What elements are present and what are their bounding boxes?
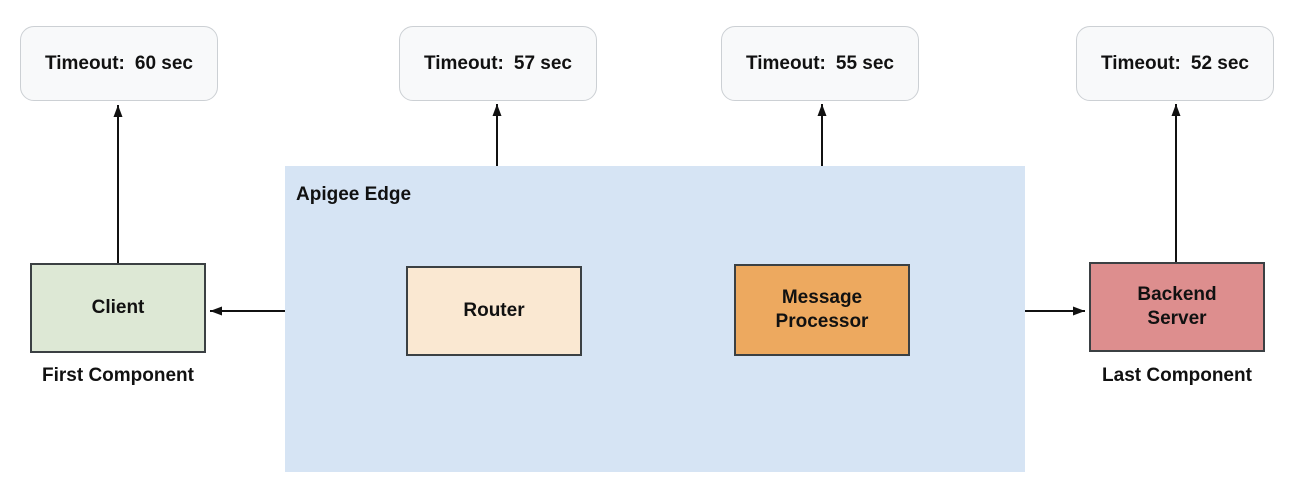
timeout-badge-router: Timeout: 57 sec <box>399 26 597 101</box>
timeout-label: Timeout: <box>1101 52 1181 74</box>
timeout-badge-message-processor: Timeout: 55 sec <box>721 26 919 101</box>
timeout-value: 52 sec <box>1190 52 1249 74</box>
first-component-caption: First Component <box>42 365 194 386</box>
timeout-value: 55 sec <box>835 52 894 74</box>
router-node-label: Router <box>463 300 525 321</box>
timeout-label: Timeout: <box>746 52 826 74</box>
timeout-label: Timeout: <box>45 52 125 74</box>
timeout-label: Timeout: <box>424 52 504 74</box>
timeout-value: 57 sec <box>513 52 572 74</box>
apigee-edge-label: Apigee Edge <box>296 184 412 205</box>
client-node-label: Client <box>91 297 145 318</box>
backend-server-node-label: Backend Server <box>1137 284 1217 329</box>
timeout-badge-client: Timeout: 60 sec <box>20 26 218 101</box>
message-processor-node-label: Message Processor <box>775 287 869 332</box>
apigee-edge-panel: Apigee Edge <box>285 166 1025 472</box>
last-component-caption: Last Component <box>1102 365 1252 386</box>
backend-server-node: Backend Server <box>1089 262 1265 352</box>
router-node: Router <box>406 266 582 356</box>
client-node: Client <box>30 263 206 353</box>
timeout-value: 60 sec <box>134 52 193 74</box>
message-processor-node: Message Processor <box>734 264 910 356</box>
timeout-badge-backend-server: Timeout: 52 sec <box>1076 26 1274 101</box>
